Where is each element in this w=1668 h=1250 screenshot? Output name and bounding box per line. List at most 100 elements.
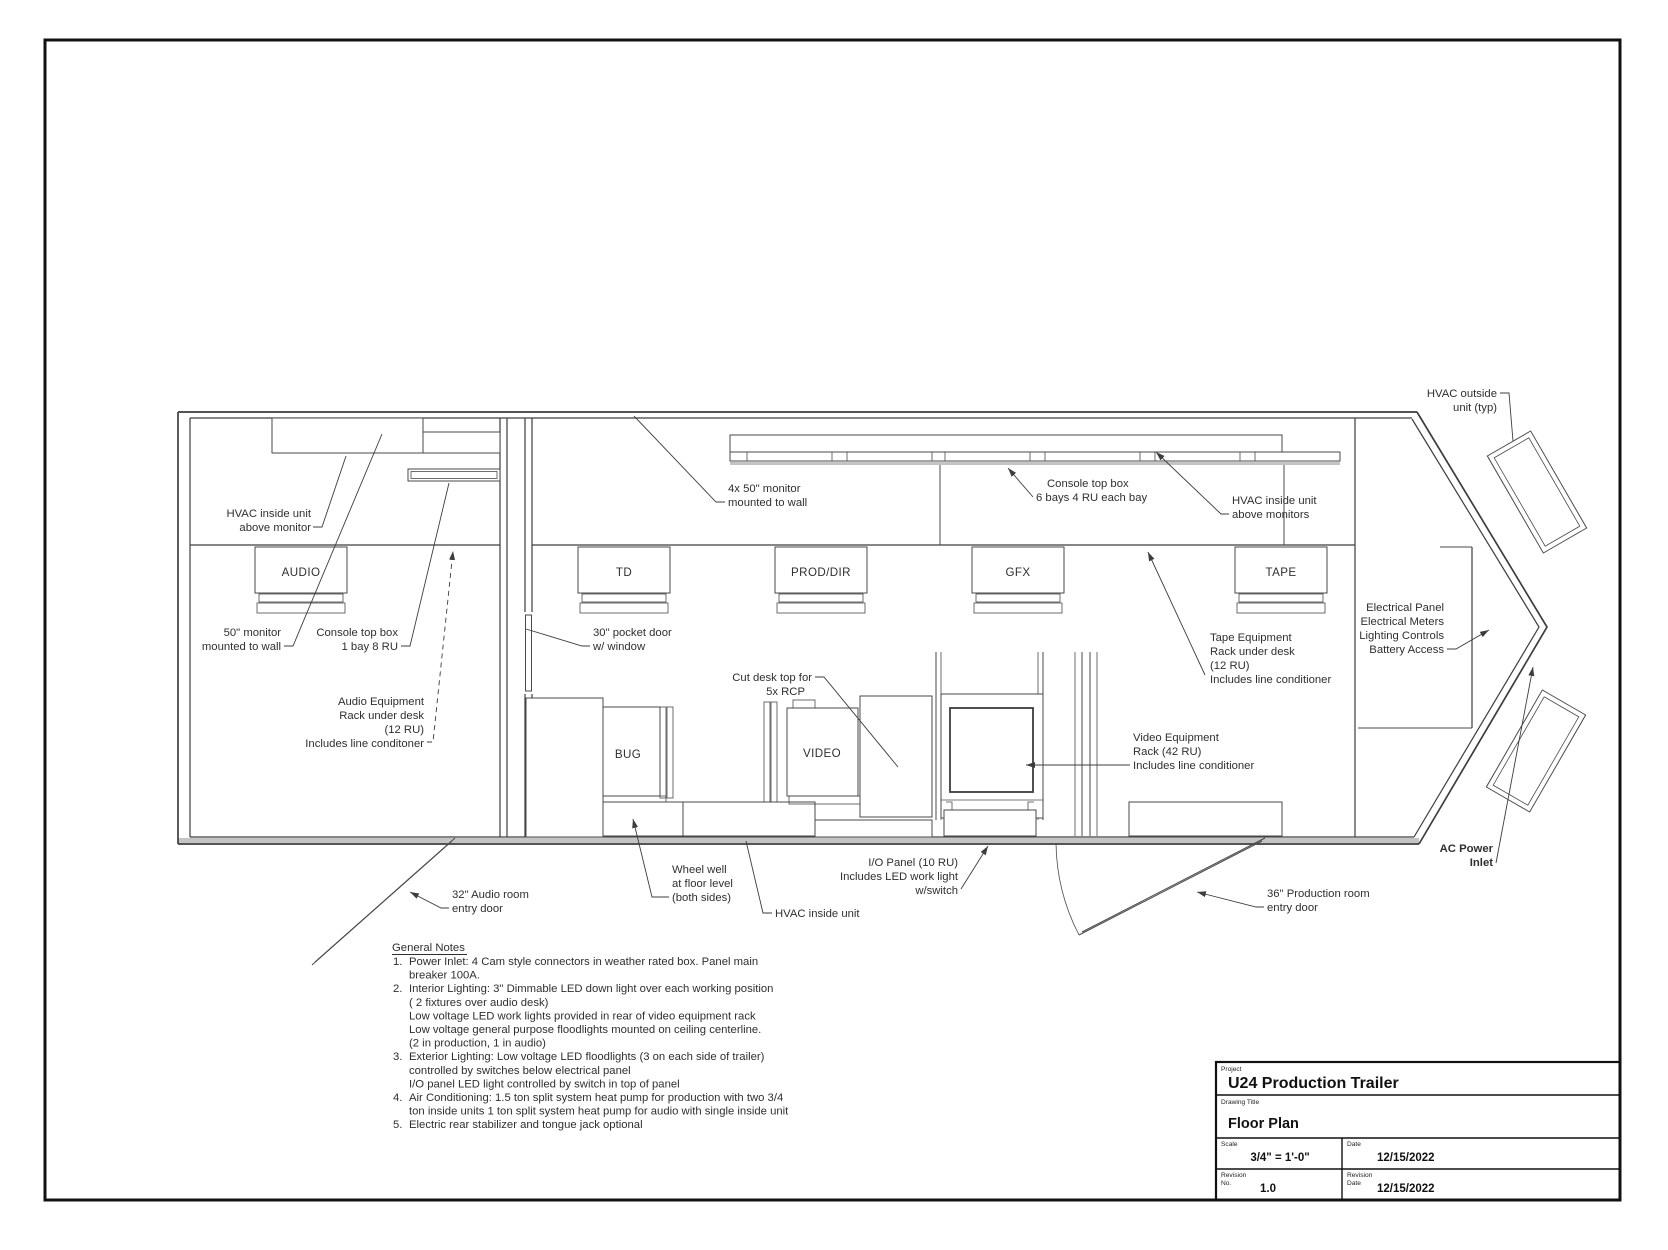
revision-date-label-2: Date	[1347, 1180, 1361, 1187]
leader-electrical	[1447, 629, 1490, 650]
hvac-outside-unit-top	[1486, 430, 1588, 554]
label-monitor-50: 50" monitor mounted to wall	[202, 627, 281, 653]
entry-step-box	[1128, 801, 1283, 837]
annotation-line: Wheel well	[672, 864, 727, 876]
annotation-line: Console top box	[316, 627, 398, 639]
io-panel-box	[943, 809, 1037, 837]
date-label: Date	[1347, 1141, 1361, 1148]
desk-rect	[774, 546, 868, 594]
wheel-well-box-left	[602, 801, 684, 837]
desk-rect	[971, 546, 1065, 594]
label-wheel-well: Wheel well at floor level (both sides)	[672, 864, 733, 904]
label-pocket-door: 30" pocket door w/ window	[592, 627, 672, 653]
doors	[311, 837, 1266, 966]
annotation-line: 5x RCP	[766, 686, 805, 698]
label-hvac-inside-bottom: HVAC inside unit	[775, 908, 860, 920]
td-desk-label: TD	[616, 566, 632, 579]
note-line: I/O panel LED light controlled by switch…	[409, 1078, 680, 1090]
pocket-door-panel	[525, 614, 532, 692]
project-label: Project	[1221, 1066, 1242, 1073]
date-value: 12/15/2022	[1377, 1152, 1435, 1164]
bug-desk-rect	[602, 706, 661, 797]
leader-tape-rack	[1147, 551, 1206, 676]
note-num: 5.	[393, 1119, 402, 1131]
wheel-well-box	[682, 801, 816, 837]
note-num: 2.	[393, 983, 402, 995]
annotation-line: (12 RU)	[384, 724, 424, 736]
label-hvac-outside: HVAC outside unit (typ)	[1427, 388, 1497, 414]
left-cabinet-block	[525, 697, 604, 838]
label-audio-door: 32" Audio room entry door	[452, 889, 529, 915]
monitor-bar-shadow	[730, 462, 1340, 465]
audio-desk-tray-1	[258, 593, 344, 603]
note-line: controlled by switches below electrical …	[409, 1065, 631, 1077]
annotation-line: I/O Panel (10 RU)	[868, 857, 958, 869]
label-console-audio: Console top box 1 bay 8 RU	[316, 627, 398, 653]
nose-wall-inner	[1411, 418, 1540, 838]
note-line: ton inside units 1 ton split system heat…	[409, 1106, 789, 1118]
label-audio-rack: Audio Equipment Rack under desk (12 RU) …	[305, 696, 425, 750]
desk-rect	[1234, 546, 1328, 594]
io-bracket-right	[1027, 801, 1034, 810]
leader-hvac-inside-audio	[313, 455, 347, 528]
label-ac-power: AC Power Inlet	[1440, 843, 1494, 869]
leader-cut-desk	[815, 676, 899, 768]
annotation-line: Includes line conditioner	[1210, 674, 1331, 686]
annotations: HVAC outside unit (typ) HVAC inside unit…	[202, 388, 1497, 920]
label-hvac-inside-prod: HVAC inside unit above monitors	[1232, 495, 1317, 521]
annotation-line: 30" pocket door	[593, 627, 672, 639]
step-block	[814, 819, 933, 838]
note-num: 1.	[393, 956, 402, 968]
note-line: ( 2 fixtures over audio desk)	[409, 997, 549, 1009]
leader-wheel-well	[632, 818, 669, 898]
leader-monitor-4x	[633, 415, 725, 503]
desk-tray-1	[778, 593, 864, 603]
note-line: Interior Lighting: 3" Dimmable LED down …	[409, 983, 773, 995]
annotation-line: 4x 50" monitor	[728, 483, 801, 495]
label-video-rack: Video Equipment Rack (42 RU) Includes li…	[1133, 732, 1254, 772]
annotation-line: at floor level	[672, 878, 733, 890]
cut-desk-block	[859, 695, 933, 818]
revision-no-value: 1.0	[1260, 1183, 1276, 1195]
monitor-soffit	[729, 434, 1283, 452]
bug-desk-edge-1	[659, 706, 667, 799]
desk-rect	[577, 546, 671, 594]
annotation-line: Video Equipment	[1133, 732, 1220, 744]
annotation-line: Includes line conditoner	[305, 738, 424, 750]
production-desk-positions	[577, 546, 1328, 614]
desk-tray-1	[1238, 593, 1324, 603]
revision-label: Revision	[1221, 1172, 1247, 1179]
video-desk-edge-1	[763, 701, 771, 803]
leader-ac-power	[1495, 666, 1535, 864]
leader-audio-rack	[427, 550, 456, 743]
note-line: Exterior Lighting: Low voltage LED flood…	[409, 1051, 765, 1063]
leader-io-panel	[960, 845, 989, 890]
label-hvac-inside-audio: HVAC inside unit above monitor	[226, 508, 311, 534]
annotation-line: HVAC inside unit	[226, 508, 311, 520]
desk-prod-dir	[774, 546, 868, 614]
note-line: Low voltage general purpose floodlights …	[409, 1024, 761, 1036]
annotation-line: entry door	[452, 903, 503, 915]
leader-prod-door	[1196, 891, 1264, 908]
annotation-line: Battery Access	[1369, 644, 1444, 656]
sheet-border	[43, 38, 1622, 1202]
annotation-line: Rack (42 RU)	[1133, 746, 1202, 758]
door-leaf-line	[1081, 837, 1266, 933]
note-line: Electric rear stabilizer and tongue jack…	[409, 1119, 643, 1131]
annotation-line: Rack under desk	[339, 710, 424, 722]
general-notes: General Notes 1. Power Inlet: 4 Cam styl…	[392, 942, 789, 1131]
annotation-line: 1 bay 8 RU	[341, 641, 398, 653]
title-block: Project U24 Production Trailer Drawing T…	[1214, 1060, 1622, 1202]
rack-inner	[949, 707, 1034, 793]
desk-tray-2	[776, 602, 866, 614]
trailer-shell	[177, 411, 1548, 845]
audio-console-top-box-inner	[410, 471, 498, 479]
annotation-line: Electrical Panel	[1366, 602, 1444, 614]
desk-td	[577, 546, 671, 614]
label-io-panel: I/O Panel (10 RU) Includes LED work ligh…	[840, 857, 959, 897]
door-bay-walls	[1074, 652, 1098, 836]
desk-tray-1	[581, 593, 667, 603]
note-line: Air Conditioning: 1.5 ton split system h…	[409, 1092, 783, 1104]
desk-tray-1	[975, 593, 1061, 603]
